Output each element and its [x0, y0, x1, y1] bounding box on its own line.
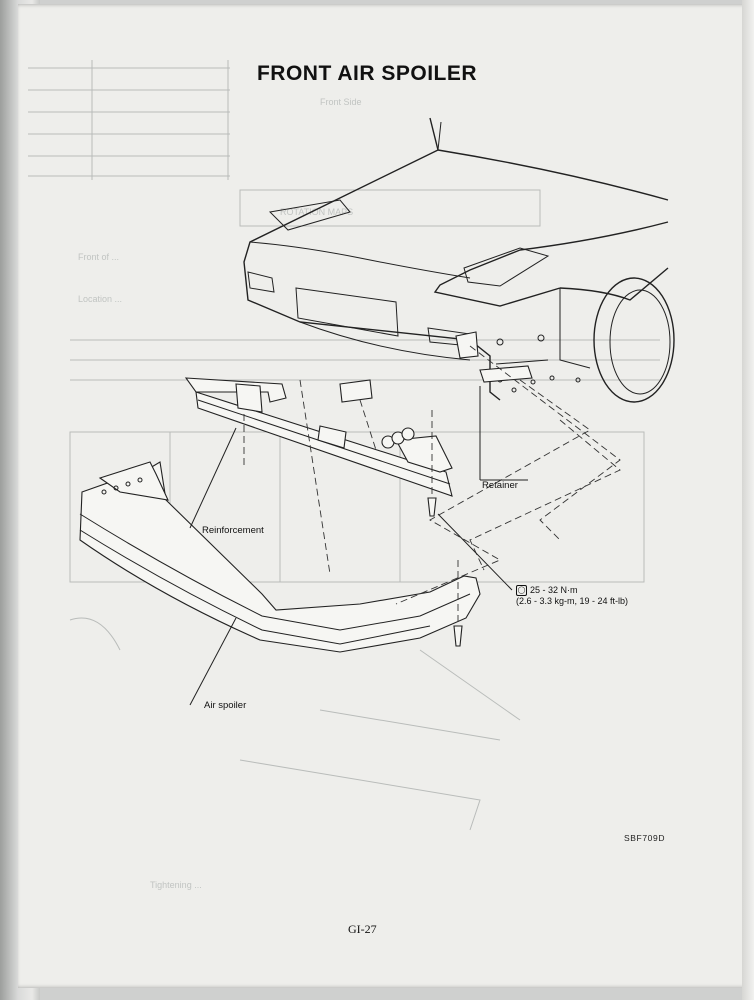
- reinforcement-label: Reinforcement: [202, 525, 264, 536]
- svg-text:Location ...: Location ...: [78, 294, 122, 304]
- torque-spec: ◯25 - 32 N·m (2.6 - 3.3 kg-m, 19 - 24 ft…: [516, 585, 628, 607]
- svg-text:Front of ...: Front of ...: [78, 252, 119, 262]
- air-spoiler-part: [79, 461, 481, 653]
- alignment-lines: [243, 345, 621, 626]
- retainer-label: Retainer: [482, 480, 518, 491]
- figure-code: SBF709D: [624, 833, 666, 843]
- svg-text:Tightening ...: Tightening ...: [150, 880, 202, 890]
- fastener-clips: [381, 427, 463, 647]
- page-number: GI-27: [348, 922, 377, 936]
- page-title: FRONT AIR SPOILER: [256, 62, 478, 85]
- air-spoiler-label: Air spoiler: [204, 700, 247, 711]
- torque-wrench-icon: ◯: [516, 585, 527, 597]
- page-edge: [742, 0, 754, 1000]
- svg-text:Front Side: Front Side: [320, 97, 362, 107]
- torque-value: 25 - 32 N·m: [530, 585, 578, 595]
- vehicle-body: [243, 117, 675, 403]
- leader-lines: [189, 386, 528, 706]
- reinforcement-bar: [184, 377, 453, 497]
- torque-conversion: (2.6 - 3.3 kg-m, 19 - 24 ft-lb): [516, 596, 629, 607]
- svg-text:ROTATION MAPS: ROTATION MAPS: [280, 207, 353, 217]
